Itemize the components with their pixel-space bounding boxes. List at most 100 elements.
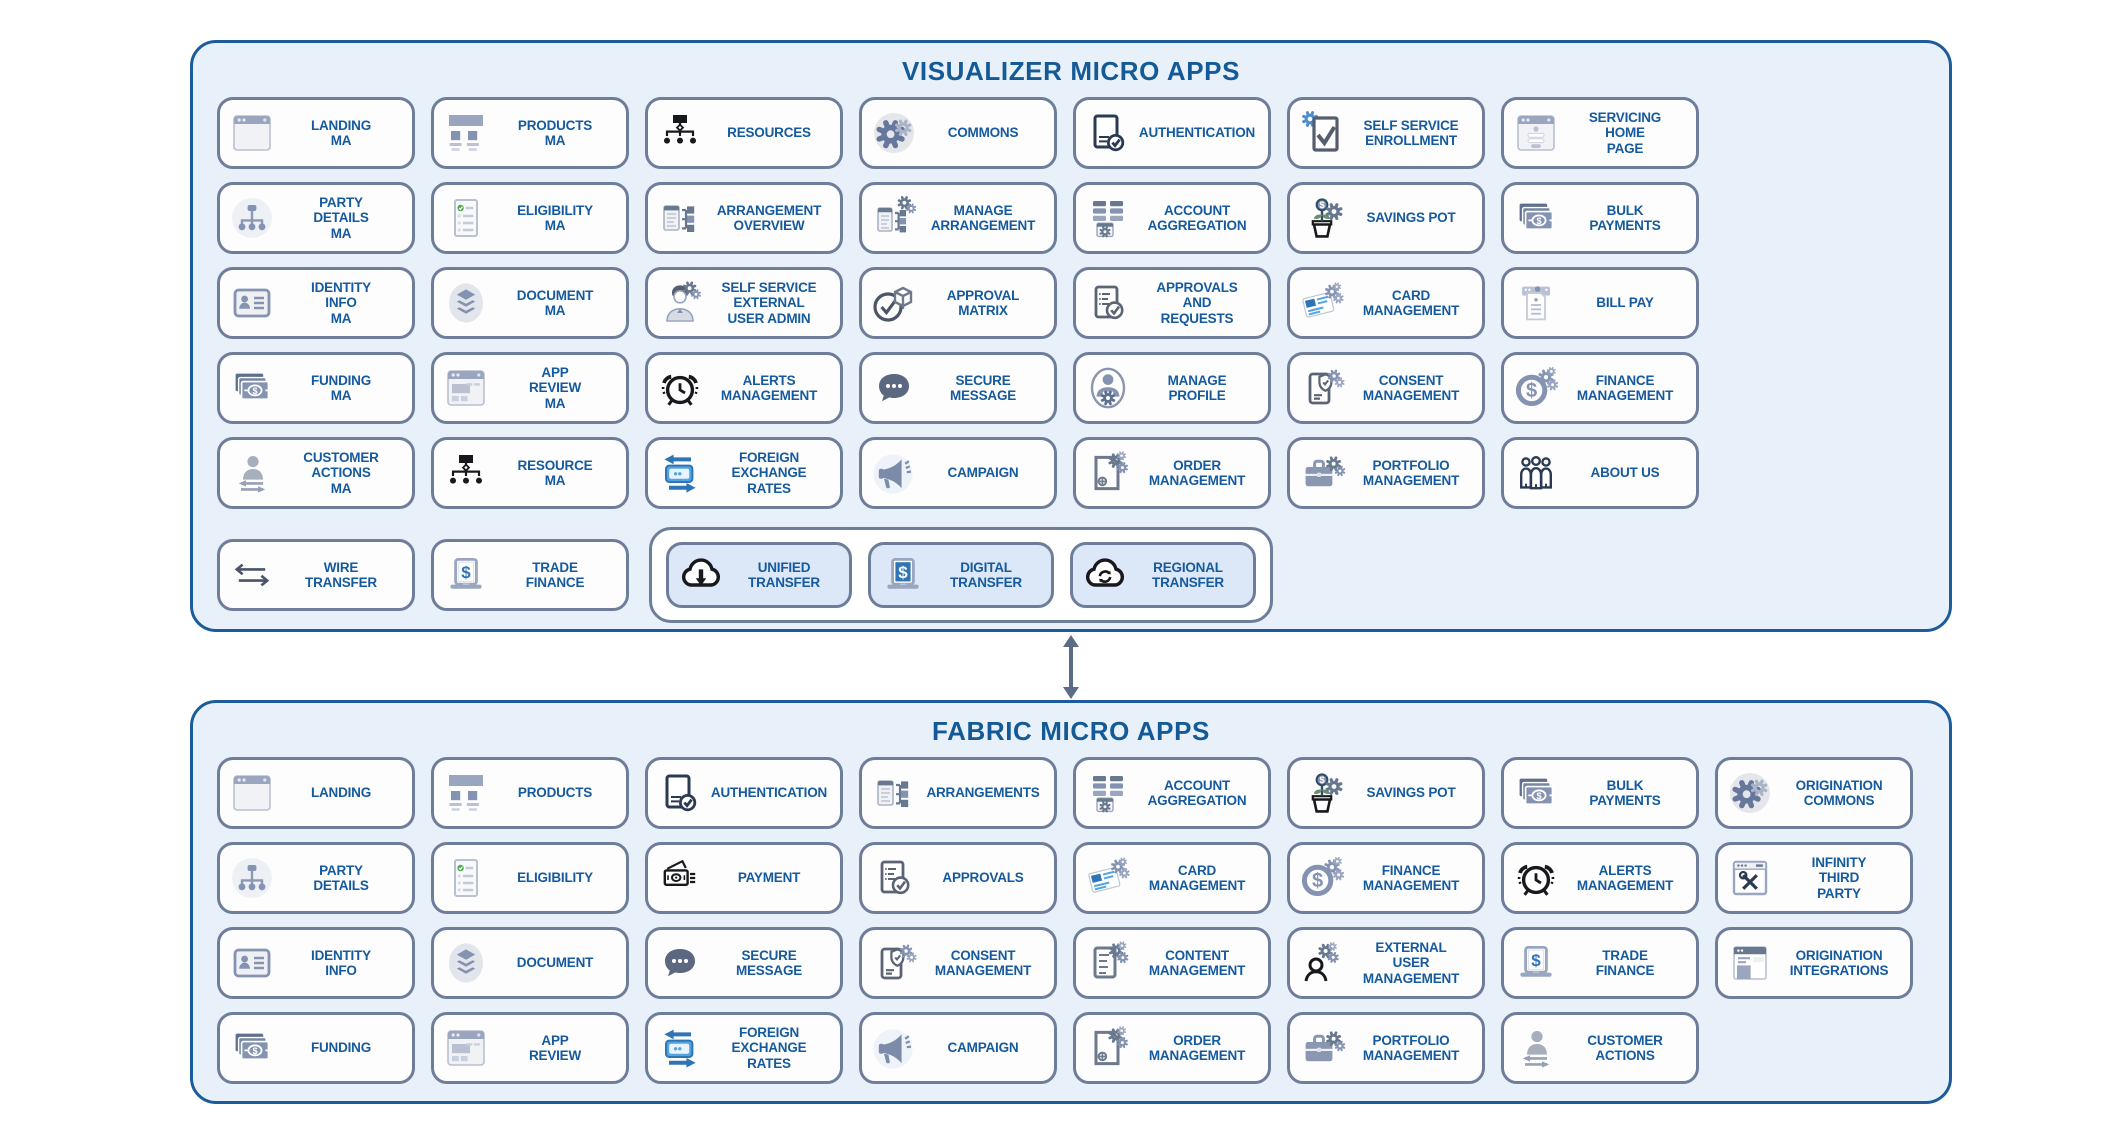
svg-text:$: $ — [252, 386, 257, 396]
cloud-sync-icon — [1080, 547, 1130, 603]
tile-label: DOCUMENT — [516, 955, 594, 971]
tile-label: DOCUMENT MA — [516, 287, 594, 318]
svg-text:$: $ — [1531, 951, 1541, 970]
tile-funding: $FUNDING — [217, 1012, 415, 1084]
tile-label: AUTHENTICATION — [1138, 125, 1256, 141]
tile-landing-ma: LANDING MA — [217, 97, 415, 169]
tile-label: APPROVAL MATRIX — [946, 287, 1020, 318]
tile-label: INFINITY THIRD PARTY — [1811, 855, 1867, 901]
bidirectional-arrow-icon — [1056, 634, 1086, 699]
tile-label: FUNDING — [310, 1040, 372, 1056]
tile-bulk-payments: $ BULK PAYMENTS — [1501, 757, 1699, 829]
arrangement-list-icon — [655, 190, 705, 246]
tile-label: BILL PAY — [1596, 295, 1654, 311]
tile-label: PORTFOLIO MANAGEMENT — [1362, 457, 1460, 488]
tile-secure-message: SECURE MESSAGE — [645, 927, 843, 999]
window-tools-icon — [1725, 850, 1775, 906]
tile-self-service-enrollment: SELF SERVICE ENROLLMENT — [1287, 97, 1485, 169]
tile-products: PRODUCTS — [431, 757, 629, 829]
tile-portfolio-management: PORTFOLIO MANAGEMENT — [1287, 437, 1485, 509]
alarm-clock-icon — [1511, 850, 1561, 906]
laptop-dollar-blue-icon: $ — [878, 547, 928, 603]
arrangement-list-icon — [869, 765, 919, 821]
tile-label: AUTHENTICATION — [710, 785, 828, 801]
transfer-arrows-icon — [227, 547, 277, 603]
products-grid-icon — [441, 765, 491, 821]
tile-party-details: PARTY DETAILS — [217, 842, 415, 914]
tile-order-management: ORDER MANAGEMENT — [1073, 1012, 1271, 1084]
tile-label: BULK PAYMENTS — [1589, 777, 1661, 808]
tile-savings-pot: $SAVINGS POT — [1287, 757, 1485, 829]
tile-label: FUNDING MA — [310, 372, 372, 403]
tile-label: FOREIGN EXCHANGE RATES — [731, 450, 807, 496]
tile-label: APPROVALS AND REQUESTS — [1156, 280, 1238, 326]
banknotes-icon: $ — [227, 360, 277, 416]
banknote-outline-icon — [655, 850, 705, 906]
tile-approvals: APPROVALS — [859, 842, 1057, 914]
tile-label: PRODUCTS — [517, 785, 593, 801]
document-check-icon — [655, 765, 705, 821]
tile-origination-integrations: ORIGINATION INTEGRATIONS — [1715, 927, 1913, 999]
tile-digital-transfer: $DIGITAL TRANSFER — [868, 542, 1054, 608]
browser-window-icon — [227, 765, 277, 821]
tile-commons: COMMONS — [859, 97, 1057, 169]
people-group-icon — [1511, 445, 1561, 501]
tile-label: PORTFOLIO MANAGEMENT — [1362, 1032, 1460, 1063]
tile-label: IDENTITY INFO — [311, 947, 371, 978]
tile-label: CAMPAIGN — [947, 465, 1019, 481]
tile-label: CONTENT MANAGEMENT — [1148, 947, 1246, 978]
visualizer-title: VISUALIZER MICRO APPS — [901, 56, 1241, 86]
shield-doc-gears-icon — [869, 935, 919, 991]
svg-text:$: $ — [461, 563, 471, 582]
fabric-title: FABRIC MICRO APPS — [932, 716, 1210, 746]
tile-label: SAVINGS POT — [1366, 210, 1456, 226]
tile-landing: LANDING — [217, 757, 415, 829]
tile-document-ma: DOCUMENT MA — [431, 267, 629, 339]
tile-label: PARTY DETAILS — [313, 862, 369, 893]
doc-lines-gears-icon — [1083, 935, 1133, 991]
exchange-note-icon — [655, 1020, 705, 1076]
laptop-dollar-icon: $ — [1511, 935, 1561, 991]
tile-label: RESOURCE MA — [517, 457, 593, 488]
tile-label: PAYMENT — [737, 870, 801, 886]
svg-text:$: $ — [1536, 791, 1541, 801]
tile-foreign-exchange-rates: FOREIGN EXCHANGE RATES — [645, 437, 843, 509]
tile-row: IDENTITY INFO DOCUMENT SECURE MESSAGE CONSE… — [217, 927, 1925, 999]
tile-unified-transfer: UNIFIED TRANSFER — [666, 542, 852, 608]
tile-customer-actions: CUSTOMER ACTIONS — [1501, 1012, 1699, 1084]
tile-label: SELF SERVICE ENROLLMENT — [1363, 117, 1459, 148]
account-rows-icon — [1083, 765, 1133, 821]
banknotes-icon: $ — [1511, 765, 1561, 821]
tile-label: MANAGE ARRANGEMENT — [930, 202, 1036, 233]
profile-gear-icon — [1083, 360, 1133, 416]
tile-label: COMMONS — [947, 125, 1019, 141]
tile-identity-info-ma: IDENTITY INFO MA — [217, 267, 415, 339]
user-gears-icon — [655, 275, 705, 331]
clipboard-check-icon — [1297, 105, 1347, 161]
tile-label: APP REVIEW — [528, 1032, 582, 1063]
approval-doc-icon — [869, 850, 919, 906]
tile-label: ALERTS MANAGEMENT — [1576, 862, 1674, 893]
tile-label: PARTY DETAILS MA — [313, 195, 369, 241]
tile-campaign: CAMPAIGN — [859, 1012, 1057, 1084]
account-rows-icon — [1083, 190, 1133, 246]
tile-label: CONSENT MANAGEMENT — [934, 947, 1032, 978]
chat-bubble-icon — [655, 935, 705, 991]
fabric-panel: FABRIC MICRO APPS LANDING PRODUCTS AUTHENT… — [190, 700, 1952, 1104]
doc-plus-gears-icon — [1083, 445, 1133, 501]
gears-icon — [1725, 765, 1775, 821]
tile-eligibility: ELIGIBILITY — [431, 842, 629, 914]
tile-app-review: APP REVIEW — [431, 1012, 629, 1084]
tile-label: SAVINGS POT — [1366, 785, 1456, 801]
tile-label: WIRE TRANSFER — [305, 559, 377, 590]
tile-regional-transfer: REGIONAL TRANSFER — [1070, 542, 1256, 608]
briefcase-gears-icon — [1297, 1020, 1347, 1076]
tile-trade-finance: $TRADE FINANCE — [1501, 927, 1699, 999]
tile-bill-pay: BILL PAY — [1501, 267, 1699, 339]
